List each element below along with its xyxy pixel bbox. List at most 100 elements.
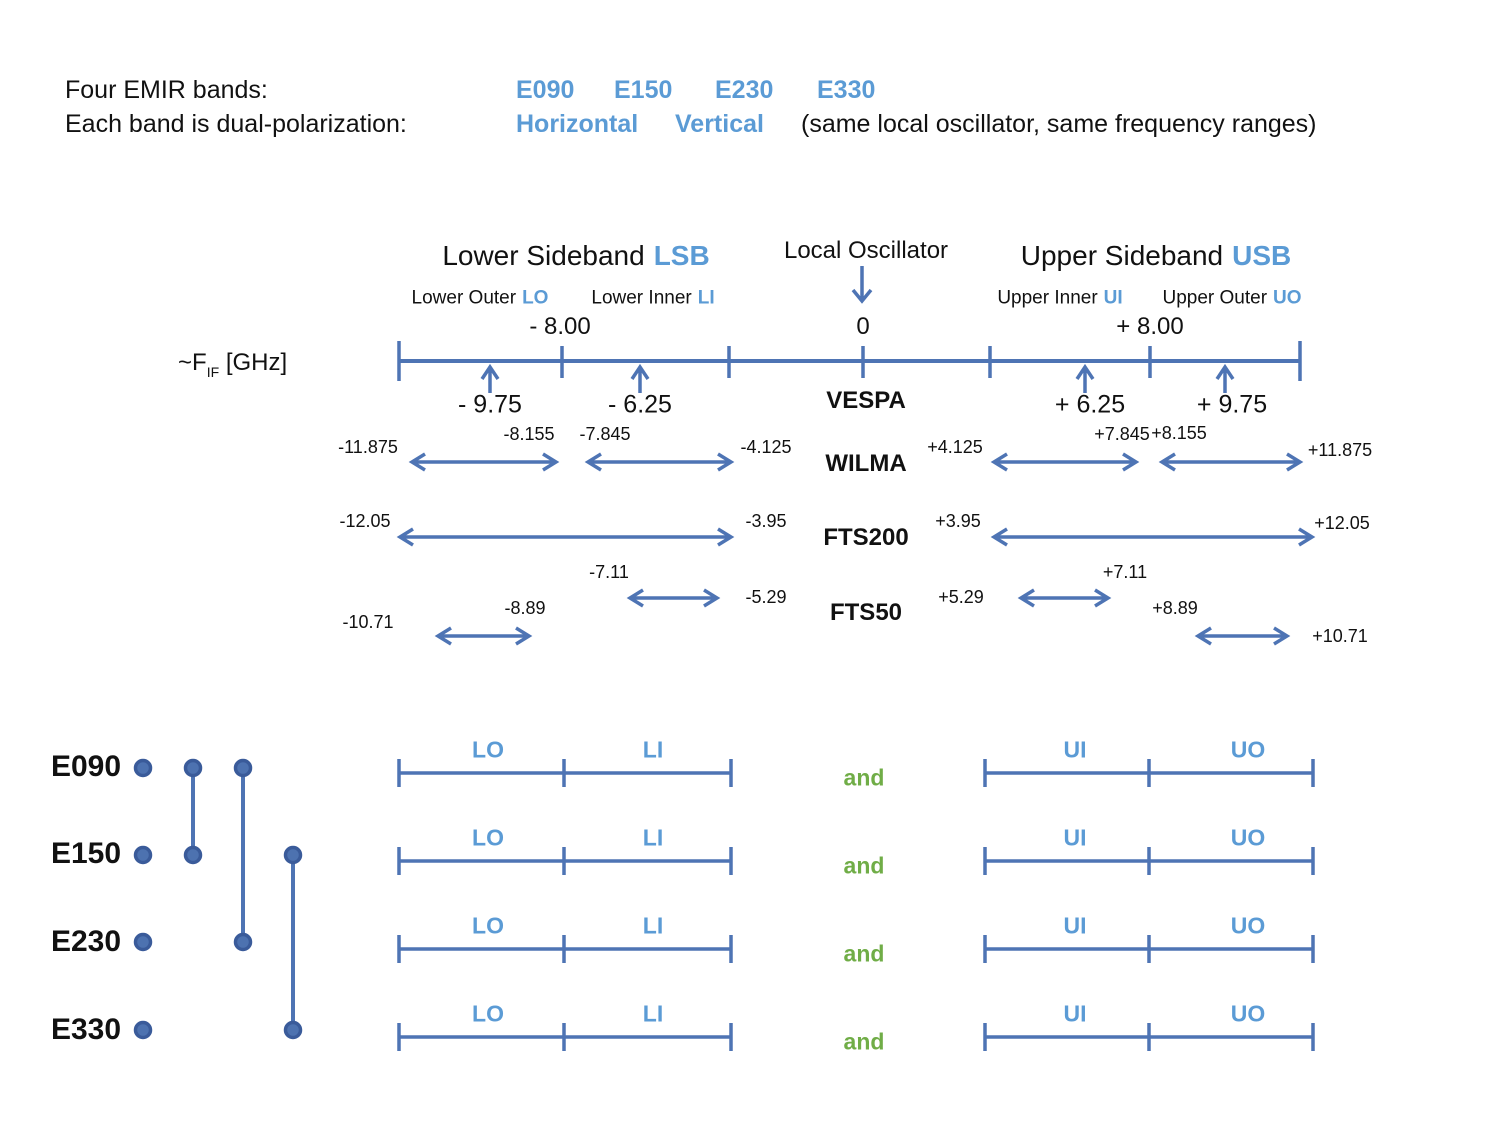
fts50-edge-2: -8.89 — [504, 598, 546, 618]
band-label-e330: E330 — [50, 1013, 122, 1046]
e090-lo-label: LO — [472, 736, 504, 763]
vespa-marker-4: + 9.75 — [1196, 390, 1268, 419]
fts50-range-li-arrow — [626, 588, 721, 608]
fts50-edge-6: +7.11 — [1102, 562, 1148, 582]
e330-lsb-bar — [397, 1023, 733, 1051]
band-label-e230: E230 — [50, 925, 122, 958]
e330-usb-bar — [983, 1023, 1315, 1051]
dot-e090-b — [183, 758, 203, 778]
e230-and-label: and — [843, 940, 885, 967]
fts50-range-ui-arrow — [1017, 588, 1112, 608]
wilma-edge-6: +7.845 — [1094, 424, 1150, 444]
band-label-e090: E090 — [50, 750, 122, 783]
fts50-edge-1: -10.71 — [342, 612, 394, 632]
e330-li-label: LI — [642, 1000, 664, 1027]
header-polarization-vertical: Vertical — [675, 110, 764, 138]
wilma-range-lo-arrow — [408, 452, 560, 472]
vespa-arrow-plus625-icon — [1075, 363, 1095, 393]
wilma-edge-3: -7.845 — [579, 424, 631, 444]
backend-name-wilma: WILMA — [825, 450, 907, 477]
vespa-marker-2: - 6.25 — [608, 390, 672, 419]
backend-name-fts50: FTS50 — [829, 599, 903, 626]
e230-lsb-bar — [397, 935, 733, 963]
if-axis-label: ~FIF [GHz] — [178, 349, 287, 380]
e090-ui-label: UI — [1063, 736, 1087, 763]
fts50-edge-7: +8.89 — [1152, 598, 1198, 618]
header-polarization-horizontal: Horizontal — [516, 110, 639, 138]
usb-abbr: USB — [1232, 240, 1292, 271]
if-axis-label-sub: IF — [206, 364, 220, 380]
e150-ui-label: UI — [1063, 824, 1087, 851]
axis-center-value: 0 — [856, 313, 870, 340]
dot-e330-b — [283, 1020, 303, 1040]
vespa-arrow-plus975-icon — [1215, 363, 1235, 393]
wilma-edge-8: +11.875 — [1307, 440, 1373, 460]
e150-lo-label: LO — [472, 824, 504, 851]
dot-e150-b — [183, 845, 203, 865]
if-axis-label-main: ~F — [178, 349, 207, 376]
backend-name-fts200: FTS200 — [823, 524, 909, 551]
dot-e150-c — [283, 845, 303, 865]
fts50-edge-4: -5.29 — [745, 587, 787, 607]
e330-lo-label: LO — [472, 1000, 504, 1027]
e090-and-label: and — [843, 764, 885, 791]
wilma-edge-7: +8.155 — [1151, 423, 1207, 443]
axis-usb-edge-value: + 8.00 — [1116, 313, 1184, 340]
vespa-arrow-minus975-icon — [480, 363, 500, 393]
e150-li-label: LI — [642, 824, 664, 851]
vespa-marker-3: + 6.25 — [1054, 390, 1126, 419]
backend-name-vespa: VESPA — [826, 387, 906, 414]
e330-ui-label: UI — [1063, 1000, 1087, 1027]
fts200-edge-4: +12.05 — [1314, 513, 1370, 533]
fts200-edge-3: +3.95 — [935, 511, 981, 531]
wilma-edge-4: -4.125 — [740, 437, 792, 457]
header-line1-label: Four EMIR bands: — [65, 76, 268, 104]
e090-lsb-bar — [397, 759, 733, 787]
fts200-range-usb-arrow — [990, 527, 1316, 547]
e090-uo-label: UO — [1230, 736, 1266, 763]
wilma-range-uo-arrow — [1158, 452, 1304, 472]
vespa-marker-1: - 9.75 — [458, 390, 522, 419]
band-label-e150: E150 — [50, 837, 122, 870]
e150-lsb-bar — [397, 847, 733, 875]
e230-ui-label: UI — [1063, 912, 1087, 939]
lsb-title-text: Lower Sideband — [442, 240, 645, 271]
fts50-edge-5: +5.29 — [938, 587, 984, 607]
header-band-e230: E230 — [715, 76, 774, 104]
lower-inner-name: Lower Inner — [591, 287, 692, 309]
e330-and-label: and — [843, 1028, 885, 1055]
lower-outer-name: Lower Outer — [411, 287, 517, 309]
header-band-e090: E090 — [516, 76, 575, 104]
fts200-edge-2: -3.95 — [745, 511, 787, 531]
dot-e150-a — [133, 845, 153, 865]
upper-outer-name: Upper Outer — [1162, 287, 1268, 309]
lsb-abbr: LSB — [653, 240, 710, 271]
e230-li-label: LI — [642, 912, 664, 939]
fts200-edge-1: -12.05 — [339, 511, 391, 531]
e150-uo-label: UO — [1230, 824, 1266, 851]
e230-uo-label: UO — [1230, 912, 1266, 939]
usb-title: Upper Sideband USB — [1021, 242, 1292, 270]
lower-inner-abbr: LI — [697, 287, 715, 309]
dot-e330-a — [133, 1020, 153, 1040]
wilma-edge-1: -11.875 — [338, 437, 398, 457]
dot-e090-c — [233, 758, 253, 778]
usb-title-text: Upper Sideband — [1020, 240, 1224, 271]
local-oscillator-arrow-icon — [851, 266, 873, 304]
if-axis-end-ticks — [397, 341, 1302, 381]
header-note: (same local oscillator, same frequency r… — [801, 110, 1317, 138]
e230-usb-bar — [983, 935, 1315, 963]
local-oscillator-title: Local Oscillator — [783, 237, 949, 264]
axis-lsb-edge-value: - 8.00 — [529, 313, 591, 340]
wilma-range-ui-arrow — [990, 452, 1140, 472]
vespa-arrow-minus625-icon — [630, 363, 650, 393]
e150-and-label: and — [843, 852, 885, 879]
e330-uo-label: UO — [1230, 1000, 1266, 1027]
wilma-edge-5: +4.125 — [927, 437, 983, 457]
header-line2-label: Each band is dual-polarization: — [65, 110, 407, 138]
fts200-range-lsb-arrow — [396, 527, 735, 547]
